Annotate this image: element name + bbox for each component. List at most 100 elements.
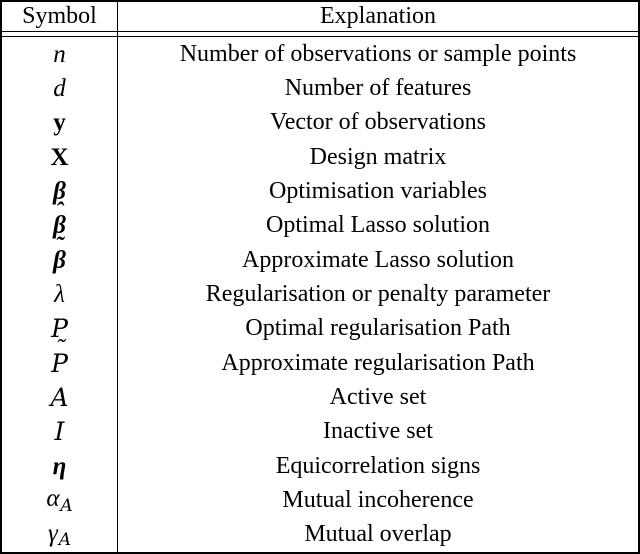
symbol-cell: γA	[2, 517, 118, 552]
symbol-base: α	[46, 485, 60, 513]
explanation-cell: Approximate Lasso solution	[118, 243, 638, 277]
math-symbol: β˜	[53, 233, 66, 274]
symbol-base: P	[51, 314, 68, 344]
symbol-cell: X	[2, 139, 118, 175]
symbol-base: λ	[54, 280, 65, 308]
math-symbol: X	[50, 145, 68, 170]
math-symbol: β	[53, 179, 66, 204]
explanation-cell: Active set	[118, 380, 638, 414]
math-symbol: λ	[54, 282, 65, 307]
symbol-header-label: Symbol	[22, 3, 97, 29]
symbol-base: d	[53, 74, 66, 102]
symbol-base: β	[53, 177, 66, 205]
explanation-text: Equicorrelation signs	[275, 452, 481, 479]
explanation-cell: Mutual incoherence	[118, 483, 638, 517]
hat-accent: ˆ	[55, 198, 64, 225]
table-row: β˜ Approximate Lasso solution	[2, 233, 638, 278]
symbol-cell: A	[2, 380, 118, 415]
table-header-row: Symbol Explanation	[2, 2, 638, 32]
table-row: A Active set	[2, 380, 638, 415]
table-row: X Design matrix	[2, 139, 638, 175]
math-symbol: P	[51, 316, 68, 341]
explanation-cell: Equicorrelation signs	[118, 449, 638, 483]
explanation-cell: Optimisation variables	[118, 174, 638, 208]
symbol-cell: d	[2, 71, 118, 106]
explanation-text: Vector of observations	[270, 109, 486, 136]
math-symbol: n	[53, 42, 66, 67]
explanation-cell: Mutual overlap	[118, 518, 638, 552]
table-body: n Number of observations or sample points…	[2, 37, 638, 552]
explanation-cell: Optimal regularisation Path	[118, 312, 638, 346]
explanation-header-label: Explanation	[320, 3, 436, 29]
explanation-cell: Number of features	[118, 71, 638, 105]
symbol-base: A	[50, 382, 69, 412]
math-symbol: d	[53, 76, 66, 101]
symbol-base: I	[54, 417, 65, 447]
symbol-base: y	[53, 109, 66, 137]
table-row: η Equicorrelation signs	[2, 448, 638, 484]
tilde-accent: ˜	[55, 233, 64, 260]
subscript: A	[60, 495, 73, 516]
symbol-cell: I	[2, 414, 118, 449]
symbol-cell: η	[2, 448, 118, 484]
symbol-cell: β˜	[2, 233, 118, 278]
symbol-cell: P	[2, 311, 118, 346]
symbol-cell: n	[2, 37, 118, 72]
explanation-cell: Approximate regularisation Path	[118, 346, 638, 380]
rule-gap-explanation-segment	[118, 32, 638, 36]
math-symbol: P˜	[51, 335, 68, 378]
table-row: αA Mutual incoherence	[2, 483, 638, 518]
symbol-cell: λ	[2, 277, 118, 312]
explanation-text: Design matrix	[309, 143, 447, 170]
explanation-text: Optimisation variables	[269, 177, 487, 204]
explanation-cell: Vector of observations	[118, 106, 638, 140]
explanation-text: Active set	[329, 383, 427, 410]
subscript: A	[58, 529, 71, 550]
symbol-cell: y	[2, 105, 118, 140]
symbol-base: X	[50, 143, 69, 171]
symbol-cell: αA	[2, 483, 118, 518]
math-symbol: y	[53, 110, 66, 135]
symbol-cell: β	[2, 174, 118, 209]
explanation-header-cell: Explanation	[118, 2, 638, 31]
table-row: d Number of features	[2, 71, 638, 106]
table-row: y Vector of observations	[2, 105, 638, 140]
symbol-base: P˜	[51, 335, 68, 378]
explanation-cell: Inactive set	[118, 415, 638, 449]
symbol-base: η	[52, 452, 67, 480]
math-symbol: I	[55, 419, 65, 444]
explanation-text: Optimal Lasso solution	[266, 212, 490, 239]
explanation-text: Optimal regularisation Path	[245, 315, 511, 342]
explanation-text: Regularisation or penalty parameter	[205, 280, 551, 307]
explanation-cell: Regularisation or penalty parameter	[118, 277, 638, 311]
explanation-cell: Design matrix	[118, 140, 638, 174]
explanation-text: Approximate regularisation Path	[221, 349, 535, 376]
math-symbol: η	[53, 454, 67, 479]
math-symbol: αA	[46, 486, 72, 514]
table-row: γA Mutual overlap	[2, 517, 638, 552]
table-row: λ Regularisation or penalty parameter	[2, 277, 638, 312]
math-symbol: A	[50, 385, 68, 410]
symbol-cell: P˜	[2, 335, 118, 381]
table-row: P˜ Approximate regularisation Path	[2, 335, 638, 381]
tilde-accent: ˜	[53, 335, 66, 364]
explanation-text: Number of features	[284, 74, 472, 101]
explanation-cell: Number of observations or sample points	[118, 37, 638, 71]
symbol-base: n	[53, 40, 66, 68]
explanation-text: Mutual incoherence	[282, 486, 474, 513]
explanation-cell: Optimal Lasso solution	[118, 209, 638, 243]
symbol-base: β˜	[53, 233, 66, 274]
symbol-header-cell: Symbol	[2, 2, 118, 31]
math-symbol: γA	[48, 521, 71, 549]
explanation-text: Inactive set	[323, 418, 433, 445]
explanation-text: Approximate Lasso solution	[242, 246, 514, 273]
header-double-rule-gap	[2, 32, 638, 37]
explanation-text: Mutual overlap	[304, 521, 452, 548]
table-row: β Optimisation variables	[2, 174, 638, 209]
table-row: n Number of observations or sample points	[2, 37, 638, 72]
